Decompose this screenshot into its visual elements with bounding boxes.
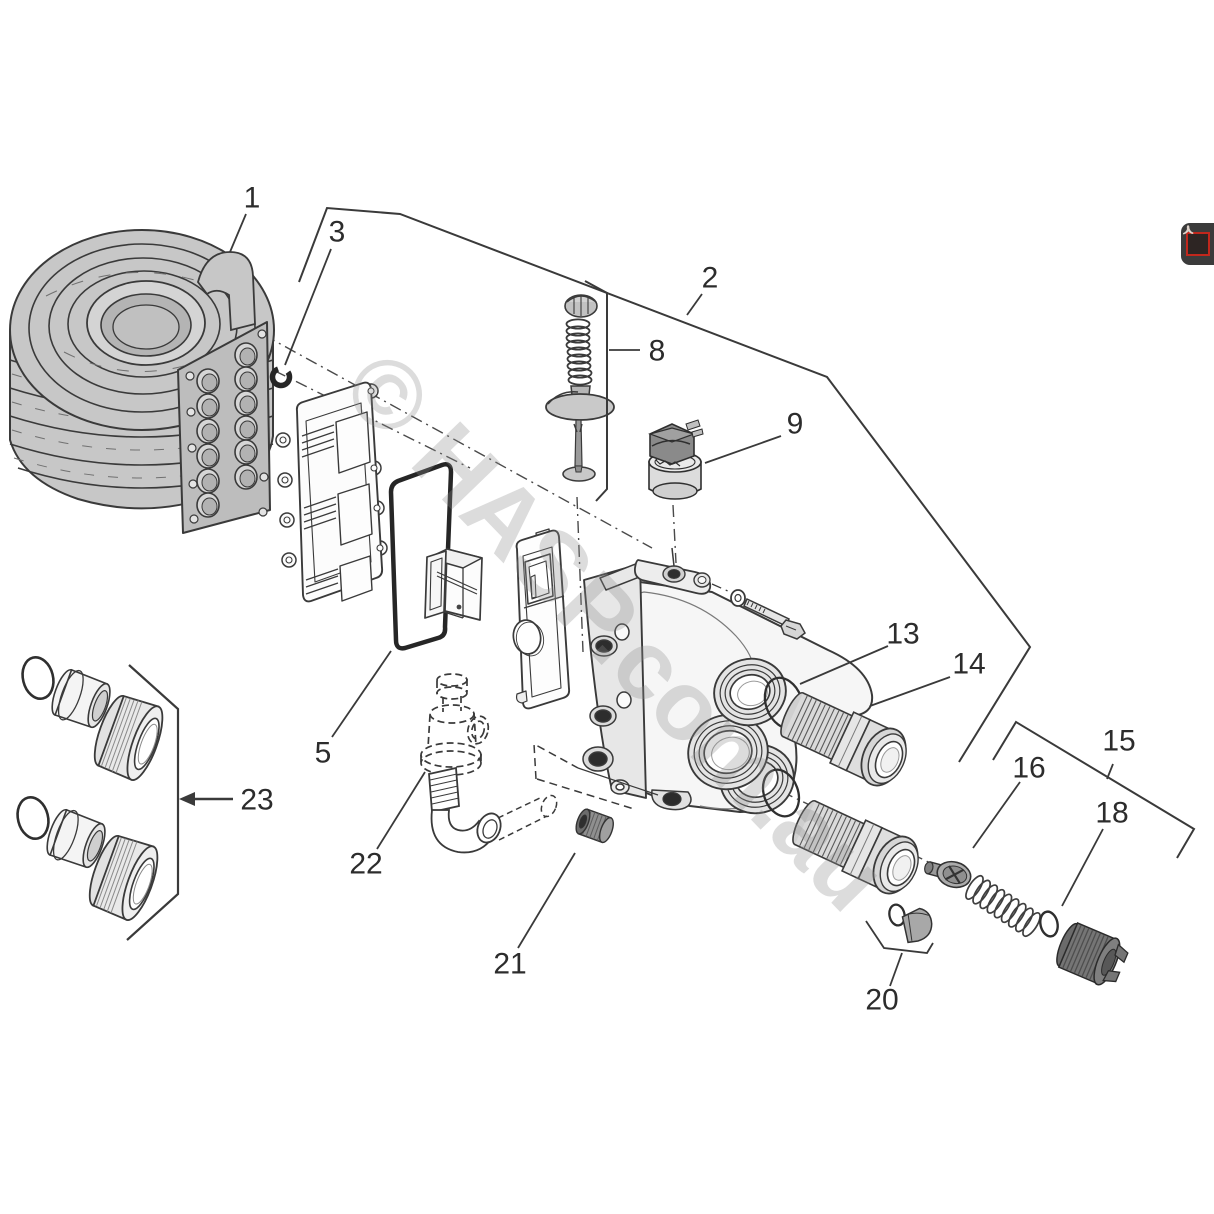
drain-plug-20: [865, 903, 934, 954]
bracket-8: [584, 280, 608, 502]
thermal-regulator-kit: [924, 720, 1196, 986]
tube-sheet-plate: [177, 321, 271, 534]
callout-14: 14: [952, 648, 985, 681]
callout-20: 20: [865, 984, 898, 1017]
adobe-acrobat-icon: [1182, 225, 1210, 256]
thermostat: [648, 419, 704, 500]
gasket-5: [388, 462, 454, 651]
thermal-regulator-16: [924, 860, 972, 889]
manifold-adapter-plate: [275, 381, 388, 603]
callout-1: 1: [244, 182, 261, 215]
callout-23: 23: [240, 784, 273, 817]
callout-22: 22: [349, 848, 382, 881]
cover-plate: [512, 528, 571, 710]
o-ring-3: [269, 365, 293, 389]
plug-21: [533, 742, 659, 844]
callout-13: 13: [886, 618, 919, 651]
manifold-bolt: [711, 583, 806, 640]
callout-labels: 1 2 3 5 8 9 13 14 15 16 18 20 21 22 23: [240, 182, 1135, 1017]
manifold-body: [582, 547, 874, 815]
relief-valve-22: [420, 673, 558, 854]
callout-9: 9: [787, 408, 804, 441]
leader-lines: [229, 213, 1114, 987]
callout-5: 5: [315, 737, 332, 770]
callout-21: 21: [493, 948, 526, 981]
callout-15: 15: [1102, 725, 1135, 758]
callout-3: 3: [329, 216, 346, 249]
callout-16: 16: [1012, 752, 1045, 785]
manifold-ports: [687, 657, 795, 815]
bracket-20: [865, 920, 934, 954]
union-fittings-23: [12, 652, 233, 941]
pdf-icon[interactable]: [1181, 223, 1214, 265]
bracket-15: [992, 720, 1196, 859]
regulator-cap: [1056, 921, 1129, 986]
bypass-valve-assembly: [545, 294, 615, 482]
o-ring-18: [1039, 910, 1059, 938]
boundary-2: [298, 206, 1032, 763]
bracket-23: [126, 664, 180, 941]
callout-2: 2: [702, 262, 719, 295]
regulator-spring: [965, 874, 1041, 938]
group-boundaries: [298, 206, 1032, 763]
callout-8: 8: [649, 335, 666, 368]
watermark: © HASP.com.au: [323, 330, 909, 931]
bypass-bracket-part: [424, 548, 483, 621]
callout-18: 18: [1095, 797, 1128, 830]
acrobat-glyph: [1182, 225, 1194, 235]
